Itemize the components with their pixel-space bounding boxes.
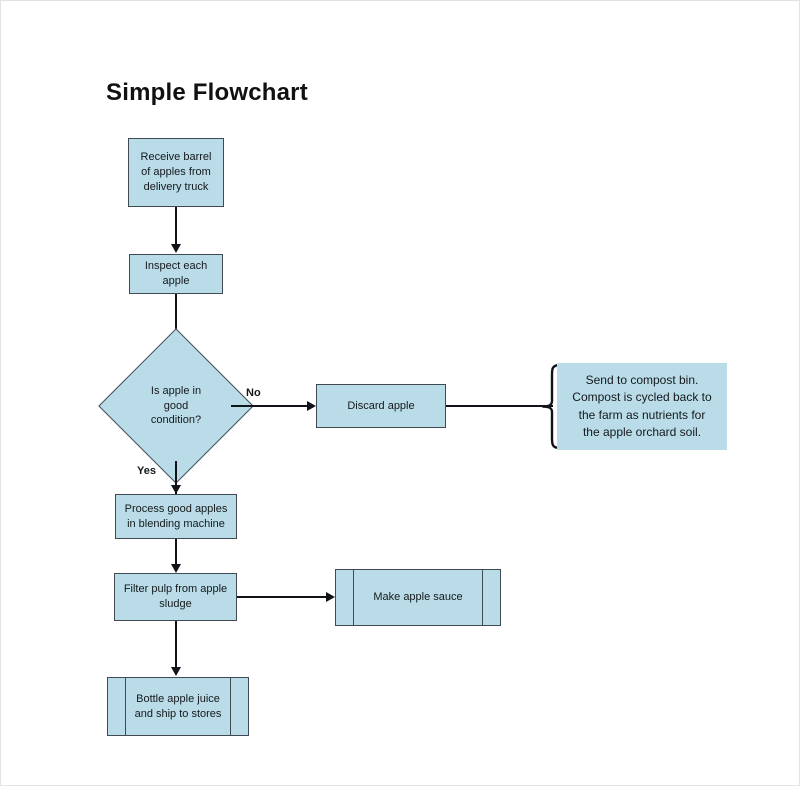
- connector-decision-to-discard: [231, 405, 311, 407]
- node-inspect-apple-label: Inspect each apple: [144, 260, 208, 287]
- node-bottle-apple-juice[interactable]: Bottle apple juice and ship to stores: [107, 677, 249, 736]
- annotation-bracket-icon: [541, 363, 561, 450]
- arrowhead-process-good-to-filter: [171, 564, 181, 573]
- edge-label-yes: Yes: [137, 465, 156, 477]
- node-decision-apple-condition-label: Is apple in good condition?: [150, 384, 202, 427]
- node-make-apple-sauce[interactable]: Make apple sauce: [335, 569, 501, 626]
- node-inspect-apple[interactable]: Inspect each apple: [129, 254, 223, 294]
- node-discard-apple-label: Discard apple: [347, 399, 415, 412]
- arrowhead-decision-to-discard: [307, 401, 316, 411]
- connector-filter-to-bottle: [175, 621, 177, 669]
- node-discard-apple[interactable]: Discard apple: [316, 384, 446, 428]
- connector-receive-to-inspect: [175, 207, 177, 245]
- node-compost-annotation-label: Send to compost bin. Compost is cycled b…: [557, 363, 727, 450]
- node-process-good-apples[interactable]: Process good apples in blending machine: [115, 494, 237, 539]
- node-filter-pulp[interactable]: Filter pulp from apple sludge: [114, 573, 237, 621]
- page-title: Simple Flowchart: [106, 79, 308, 106]
- connector-decision-to-process-good: [175, 461, 177, 494]
- node-process-good-apples-label: Process good apples in blending machine: [124, 502, 228, 530]
- node-make-apple-sauce-label: Make apple sauce: [373, 591, 463, 604]
- node-receive-barrel-label: Receive barrel of apples from delivery t…: [140, 151, 212, 193]
- arrowhead-decision-to-process-good: [171, 485, 181, 494]
- connector-process-good-to-filter: [175, 539, 177, 566]
- connector-discard-to-compost-note: [446, 405, 553, 407]
- node-filter-pulp-label: Filter pulp from apple sludge: [123, 583, 228, 610]
- node-decision-apple-condition[interactable]: Is apple in good condition?: [98, 328, 254, 484]
- connector-filter-to-sauce: [237, 596, 330, 598]
- edge-label-no: No: [246, 387, 261, 399]
- node-receive-barrel[interactable]: Receive barrel of apples from delivery t…: [128, 138, 224, 207]
- arrowhead-filter-to-sauce: [326, 592, 335, 602]
- arrowhead-filter-to-bottle: [171, 667, 181, 676]
- node-bottle-apple-juice-label: Bottle apple juice and ship to stores: [134, 692, 222, 720]
- node-compost-annotation[interactable]: Send to compost bin. Compost is cycled b…: [541, 363, 727, 450]
- connector-inspect-to-decision: [175, 294, 177, 342]
- arrowhead-receive-to-inspect: [171, 244, 181, 253]
